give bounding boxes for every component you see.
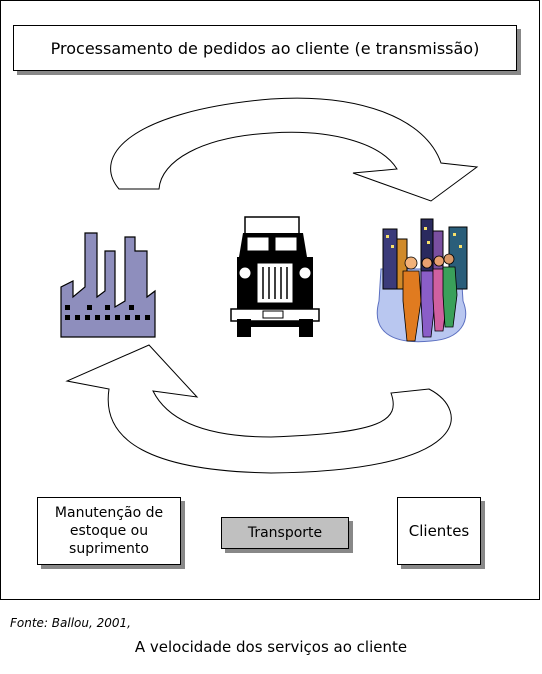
curved-arrow-right-icon: [110, 97, 479, 202]
transport-box: Transporte: [221, 517, 349, 549]
transport-label: Transporte: [247, 525, 323, 541]
order-processing-label: Processamento de pedidos ao cliente (e t…: [50, 38, 480, 58]
clients-box: Clientes: [397, 497, 481, 565]
source-note: Fonte: Ballou, 2001,: [10, 616, 131, 630]
factory-icon: [60, 232, 156, 338]
curved-arrow-left-icon: [65, 344, 452, 474]
diagram-artwork: [60, 97, 479, 474]
figure-caption: A velocidade dos serviços ao cliente: [134, 638, 408, 656]
truck-icon: [230, 216, 320, 337]
people-city-icon: [376, 218, 468, 343]
diagram-frame: Processamento de pedidos ao cliente (e t…: [0, 0, 540, 600]
stock-maintenance-box: Manutenção de estoque ou suprimento: [37, 497, 181, 565]
stock-maintenance-label: Manutenção de estoque ou suprimento: [54, 504, 164, 558]
order-processing-box: Processamento de pedidos ao cliente (e t…: [13, 25, 517, 71]
clients-label: Clientes: [408, 522, 470, 540]
